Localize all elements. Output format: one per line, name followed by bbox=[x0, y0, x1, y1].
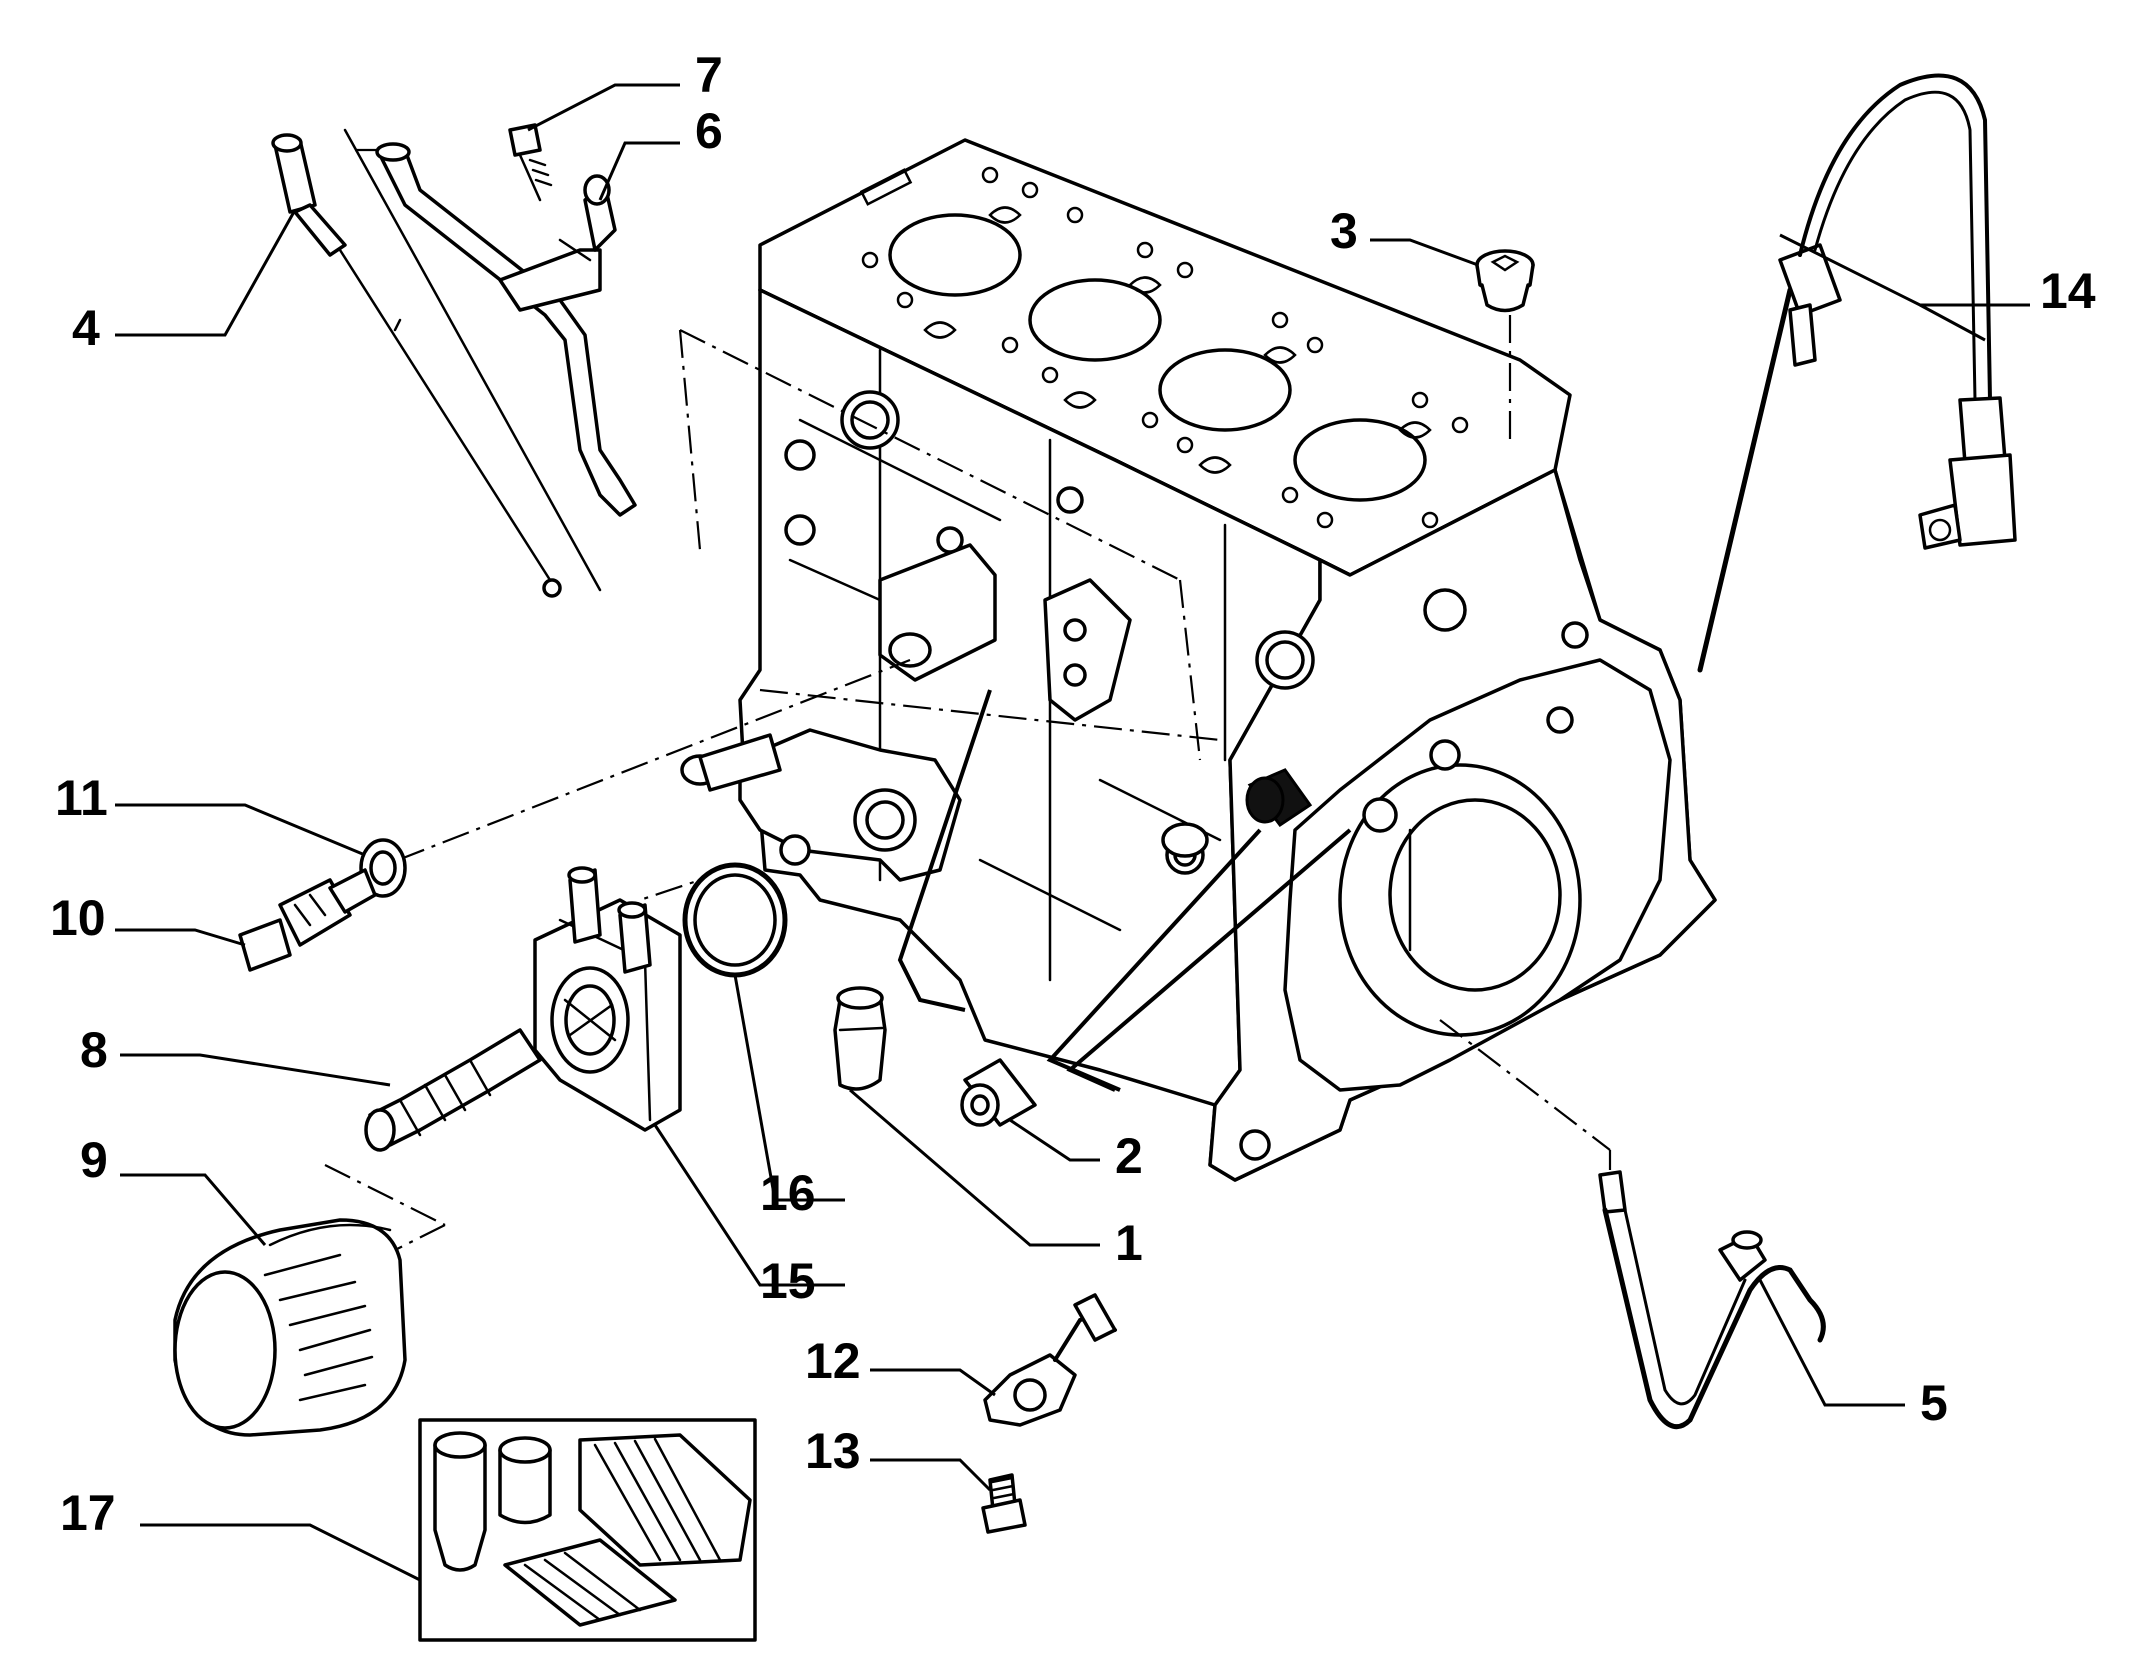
part-oil-cooler-15 bbox=[533, 866, 682, 1132]
leader-11 bbox=[115, 803, 366, 857]
leader-5 bbox=[1758, 1279, 1905, 1407]
callout-12: 12 bbox=[805, 1333, 861, 1389]
part-bolt-7 bbox=[508, 123, 553, 202]
callout-10: 10 bbox=[50, 890, 106, 946]
part-sleeve-2 bbox=[960, 1058, 1037, 1127]
pointer-lines bbox=[897, 689, 1352, 1092]
part-black-plug bbox=[1245, 768, 1313, 828]
callout-16: 16 bbox=[760, 1165, 816, 1221]
callout-8: 8 bbox=[80, 1022, 108, 1078]
leader-15 bbox=[653, 1124, 845, 1287]
callout-15: 15 bbox=[760, 1253, 816, 1309]
callout-17: 17 bbox=[60, 1485, 116, 1541]
oil-filter-mount bbox=[680, 728, 962, 882]
callout-9: 9 bbox=[80, 1132, 108, 1188]
callout-7: 7 bbox=[695, 47, 723, 103]
leader-6 bbox=[598, 141, 680, 201]
leader-10b bbox=[115, 928, 246, 947]
part-dipstick-tube bbox=[375, 142, 637, 517]
leader-13 bbox=[870, 1458, 992, 1492]
part-oil-pickup-5 bbox=[1598, 1170, 1826, 1430]
leader-16 bbox=[733, 974, 845, 1202]
part-bolt-13 bbox=[981, 1473, 1027, 1534]
callout-labels: 1 2 3 4 5 6 7 8 9 10 11 12 13 14 15 16 1… bbox=[50, 47, 2096, 1541]
callout-11: 11 bbox=[55, 770, 108, 826]
part-o-ring-16 bbox=[682, 862, 788, 978]
leader-7 bbox=[527, 83, 680, 132]
leader-12 bbox=[870, 1368, 996, 1397]
part-nozzle-1 bbox=[833, 986, 887, 1091]
engine-block bbox=[680, 138, 1717, 1182]
leader-14b bbox=[1919, 303, 1986, 342]
callout-2: 2 bbox=[1115, 1128, 1143, 1184]
part-sensor-12 bbox=[983, 1293, 1117, 1427]
part-plug-3 bbox=[1475, 249, 1535, 313]
callout-6: 6 bbox=[695, 103, 723, 159]
part-service-kit-17 bbox=[418, 1418, 757, 1642]
leader-3 bbox=[1370, 238, 1479, 267]
part-sensor-14 bbox=[1697, 73, 2017, 673]
leader-lines bbox=[115, 83, 2030, 1582]
timing-housing bbox=[1239, 658, 1672, 1161]
callout-3: 3 bbox=[1330, 203, 1358, 259]
callout-4: 4 bbox=[72, 300, 100, 356]
leader-4 bbox=[115, 209, 297, 337]
leader-8 bbox=[120, 1053, 391, 1087]
callout-1: 1 bbox=[1115, 1215, 1143, 1271]
leader-9 bbox=[120, 1173, 267, 1246]
part-washer-11 bbox=[359, 838, 407, 898]
leader-17 bbox=[140, 1523, 421, 1582]
leader-2 bbox=[1009, 1118, 1100, 1162]
part-pressure-switch-10 bbox=[238, 868, 377, 972]
callout-13: 13 bbox=[805, 1423, 861, 1479]
part-dipstick bbox=[271, 128, 602, 598]
callout-5: 5 bbox=[1920, 1375, 1948, 1431]
callout-14: 14 bbox=[2040, 263, 2096, 319]
leader-1 bbox=[849, 1088, 1100, 1247]
assembly-lines bbox=[324, 148, 1612, 1251]
part-oil-filter-9 bbox=[173, 1218, 407, 1437]
